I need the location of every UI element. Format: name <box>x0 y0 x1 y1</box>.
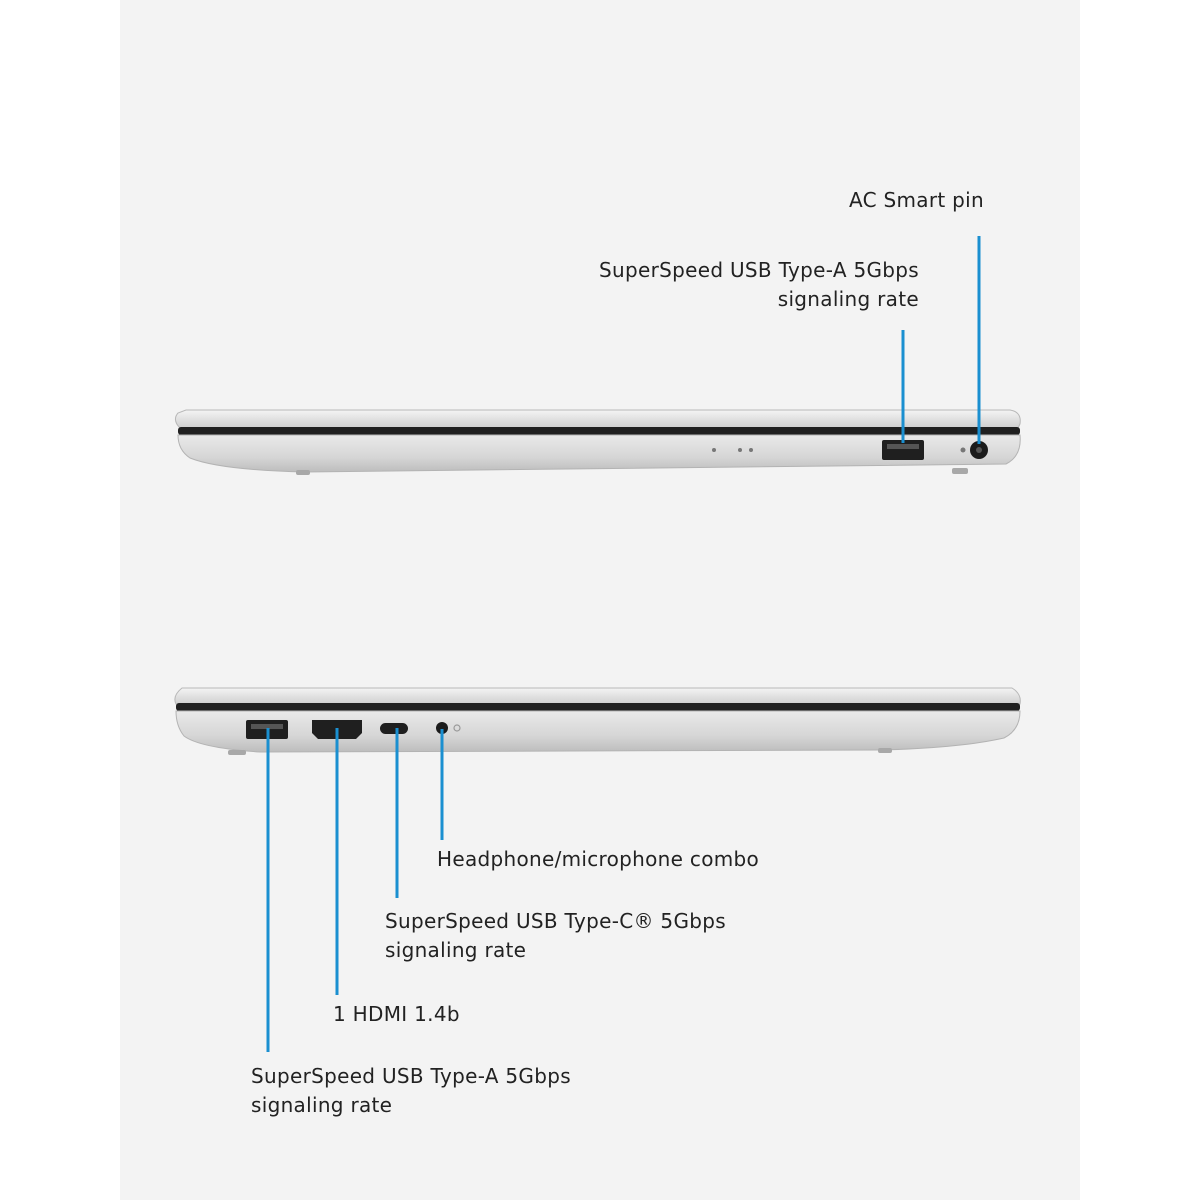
label-hdmi-text: 1 HDMI 1.4b <box>333 1002 460 1026</box>
callout-lines <box>266 236 981 1052</box>
usb-a-port-tongue <box>251 724 283 729</box>
label-usb-c: SuperSpeed USB Type-C® 5Gbps signaling r… <box>385 907 726 965</box>
laptop-left-base <box>175 710 1021 753</box>
laptop-right-side <box>174 409 1021 475</box>
label-usb-a-left-line1: SuperSpeed USB Type-A 5Gbps <box>251 1064 571 1088</box>
laptop-left-foot <box>878 748 892 753</box>
laptop-left-hinge-gap <box>176 703 1020 711</box>
headphone-jack <box>436 722 448 734</box>
laptop-right-hinge-gap <box>178 427 1020 435</box>
ac-smart-pin-center <box>976 447 982 453</box>
laptop-left-lid <box>174 687 1021 705</box>
led-indicator-icon <box>749 448 753 452</box>
usb-a-port-tongue <box>887 444 919 449</box>
label-usb-a-right: SuperSpeed USB Type-A 5Gbps signaling ra… <box>599 256 919 314</box>
charge-led-icon <box>960 447 966 453</box>
led-indicator-icon <box>712 448 716 452</box>
label-usb-a-left: SuperSpeed USB Type-A 5Gbps signaling ra… <box>251 1062 571 1120</box>
laptop-left-foot <box>228 750 246 755</box>
label-usb-c-line1: SuperSpeed USB Type-C® 5Gbps <box>385 909 726 933</box>
label-usb-a-left-line2: signaling rate <box>251 1093 393 1117</box>
laptop-right-base <box>177 434 1021 473</box>
label-usb-a-right-line2: signaling rate <box>777 287 919 311</box>
headphone-led-icon <box>453 724 461 732</box>
led-indicator-icon <box>738 448 742 452</box>
label-usb-a-right-line1: SuperSpeed USB Type-A 5Gbps <box>599 258 919 282</box>
laptop-left-side <box>174 687 1021 755</box>
label-ac-smart-pin: AC Smart pin <box>849 186 984 215</box>
label-usb-c-line2: signaling rate <box>385 938 527 962</box>
label-ac-smart-pin-text: AC Smart pin <box>848 188 984 212</box>
usb-c-port <box>380 723 408 734</box>
label-hdmi: 1 HDMI 1.4b <box>333 1000 460 1029</box>
laptop-right-lid <box>174 409 1021 429</box>
label-headphone-text: Headphone/microphone combo <box>437 847 760 871</box>
label-headphone: Headphone/microphone combo <box>437 845 759 874</box>
background-panel <box>120 0 1080 1200</box>
laptop-right-foot <box>952 468 968 474</box>
laptop-right-foot <box>296 470 310 475</box>
